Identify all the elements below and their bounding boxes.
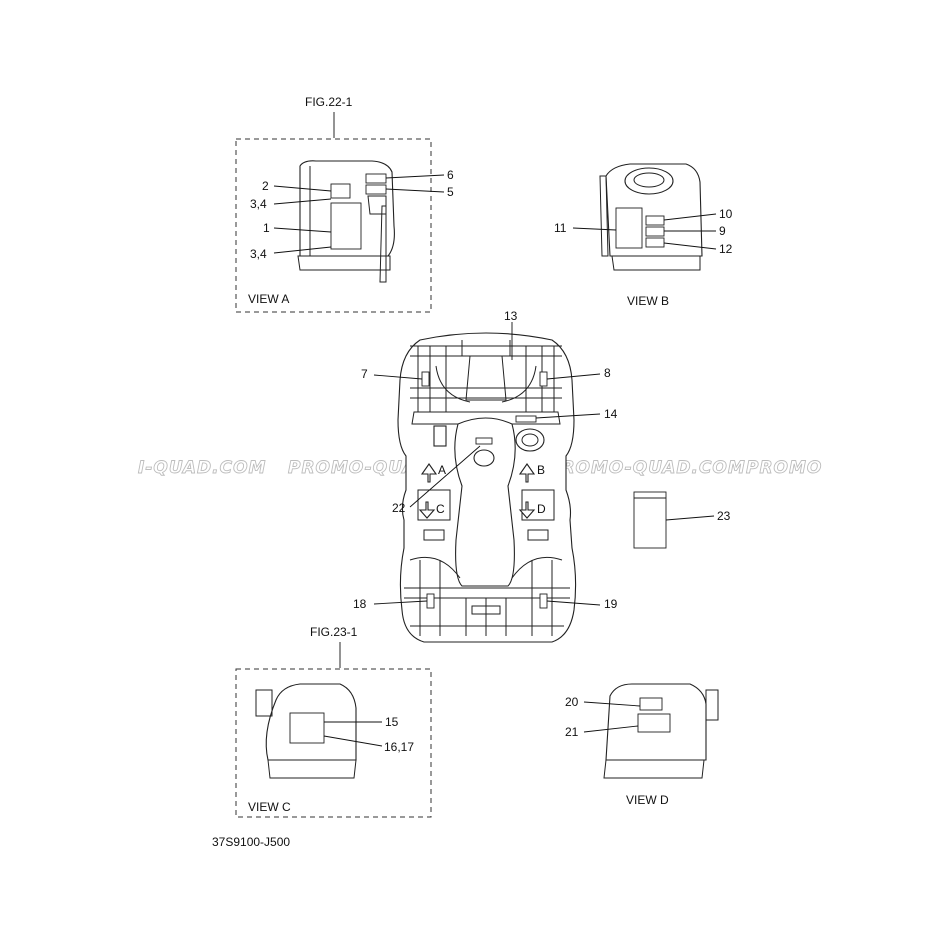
callout-22: 22 <box>392 501 406 515</box>
callout-20: 20 <box>565 695 579 709</box>
callout-3-4-lower: 3,4 <box>250 247 267 261</box>
callout-14: 14 <box>604 407 618 421</box>
view-d-title: VIEW D <box>626 793 669 807</box>
view-c-panel: FIG.23-1 15 16,17 VIEW C <box>235 625 432 818</box>
fuel-cap <box>515 428 545 452</box>
view-b-fender-lower <box>611 255 701 271</box>
view-b-decal-10 <box>645 215 665 226</box>
view-b-decal-9 <box>645 226 665 237</box>
callout-21: 21 <box>565 725 579 739</box>
view-b-tank-cap <box>624 167 674 195</box>
view-marker-d: D <box>518 501 546 519</box>
view-a-fender-lower <box>297 255 391 271</box>
label-23: 23 <box>633 491 731 549</box>
view-d-panel: 20 21 VIEW D <box>565 683 719 807</box>
view-marker-a: A <box>420 463 446 483</box>
view-c-decal <box>289 712 325 744</box>
view-a-decal-5 <box>365 184 387 195</box>
view-a-decal-1 <box>330 202 362 250</box>
view-c-title: VIEW C <box>248 800 291 814</box>
view-b-decal-11 <box>615 207 643 249</box>
view-b-decal-12 <box>645 237 665 248</box>
decal-7 <box>421 371 430 387</box>
decal-8 <box>539 371 548 387</box>
view-a-decal-6 <box>365 173 387 184</box>
view-b-title: VIEW B <box>627 294 669 308</box>
view-a-frame <box>235 138 432 313</box>
callout-23: 23 <box>717 509 731 523</box>
callout-8: 8 <box>604 366 611 380</box>
view-d-decal-21 <box>637 713 671 733</box>
view-a-decal-2 <box>330 183 351 199</box>
callout-6: 6 <box>447 168 454 182</box>
callout-9: 9 <box>719 224 726 238</box>
decal-22 <box>475 437 493 445</box>
fig-22-1-label: FIG.22-1 <box>305 95 353 109</box>
atv-top-view: A B C D 7 8 13 14 22 18 19 <box>353 309 618 643</box>
view-d-fender-lower <box>603 759 705 779</box>
watermark-right-center: PROMO-QUAD.COM <box>548 458 746 478</box>
callout-16-17: 16,17 <box>384 740 414 754</box>
callout-18: 18 <box>353 597 367 611</box>
svg-text:C: C <box>436 502 445 516</box>
view-marker-b: B <box>518 463 545 483</box>
decal-19 <box>539 593 548 609</box>
svg-text:D: D <box>537 502 546 516</box>
left-grip <box>433 425 447 447</box>
part-code: 37S9100-J500 <box>212 835 290 849</box>
view-a-strut <box>379 205 387 283</box>
view-marker-c: C <box>418 501 445 519</box>
callout-13: 13 <box>504 309 518 323</box>
view-a-title: VIEW A <box>248 292 289 306</box>
view-a-panel: FIG.22-1 2 3,4 1 3,4 6 5 VIEW A <box>235 95 454 313</box>
view-b-panel: 11 10 9 12 VIEW B <box>554 163 733 308</box>
callout-1: 1 <box>263 221 270 235</box>
decal-14 <box>515 415 537 423</box>
ignition <box>473 449 495 467</box>
callout-5: 5 <box>447 185 454 199</box>
callout-11: 11 <box>554 221 567 235</box>
view-d-decal-20 <box>639 697 663 711</box>
seat <box>454 417 516 587</box>
svg-text:B: B <box>537 463 545 477</box>
view-c-fender-lower <box>267 759 357 779</box>
callout-12: 12 <box>719 242 733 256</box>
decal-18 <box>426 593 435 609</box>
svg-text:A: A <box>438 463 446 477</box>
watermark-right: PROMO <box>746 458 822 478</box>
watermark-left: I-QUAD.COM <box>138 458 266 478</box>
callout-2: 2 <box>262 179 269 193</box>
callout-7: 7 <box>361 367 368 381</box>
fig-23-1-label: FIG.23-1 <box>310 625 358 639</box>
view-c-frame <box>235 668 432 818</box>
callout-3-4-upper: 3,4 <box>250 197 267 211</box>
callout-10: 10 <box>719 207 733 221</box>
decal-23 <box>633 491 667 549</box>
callout-15: 15 <box>385 715 399 729</box>
view-a-bracket <box>367 195 387 215</box>
callout-19: 19 <box>604 597 618 611</box>
